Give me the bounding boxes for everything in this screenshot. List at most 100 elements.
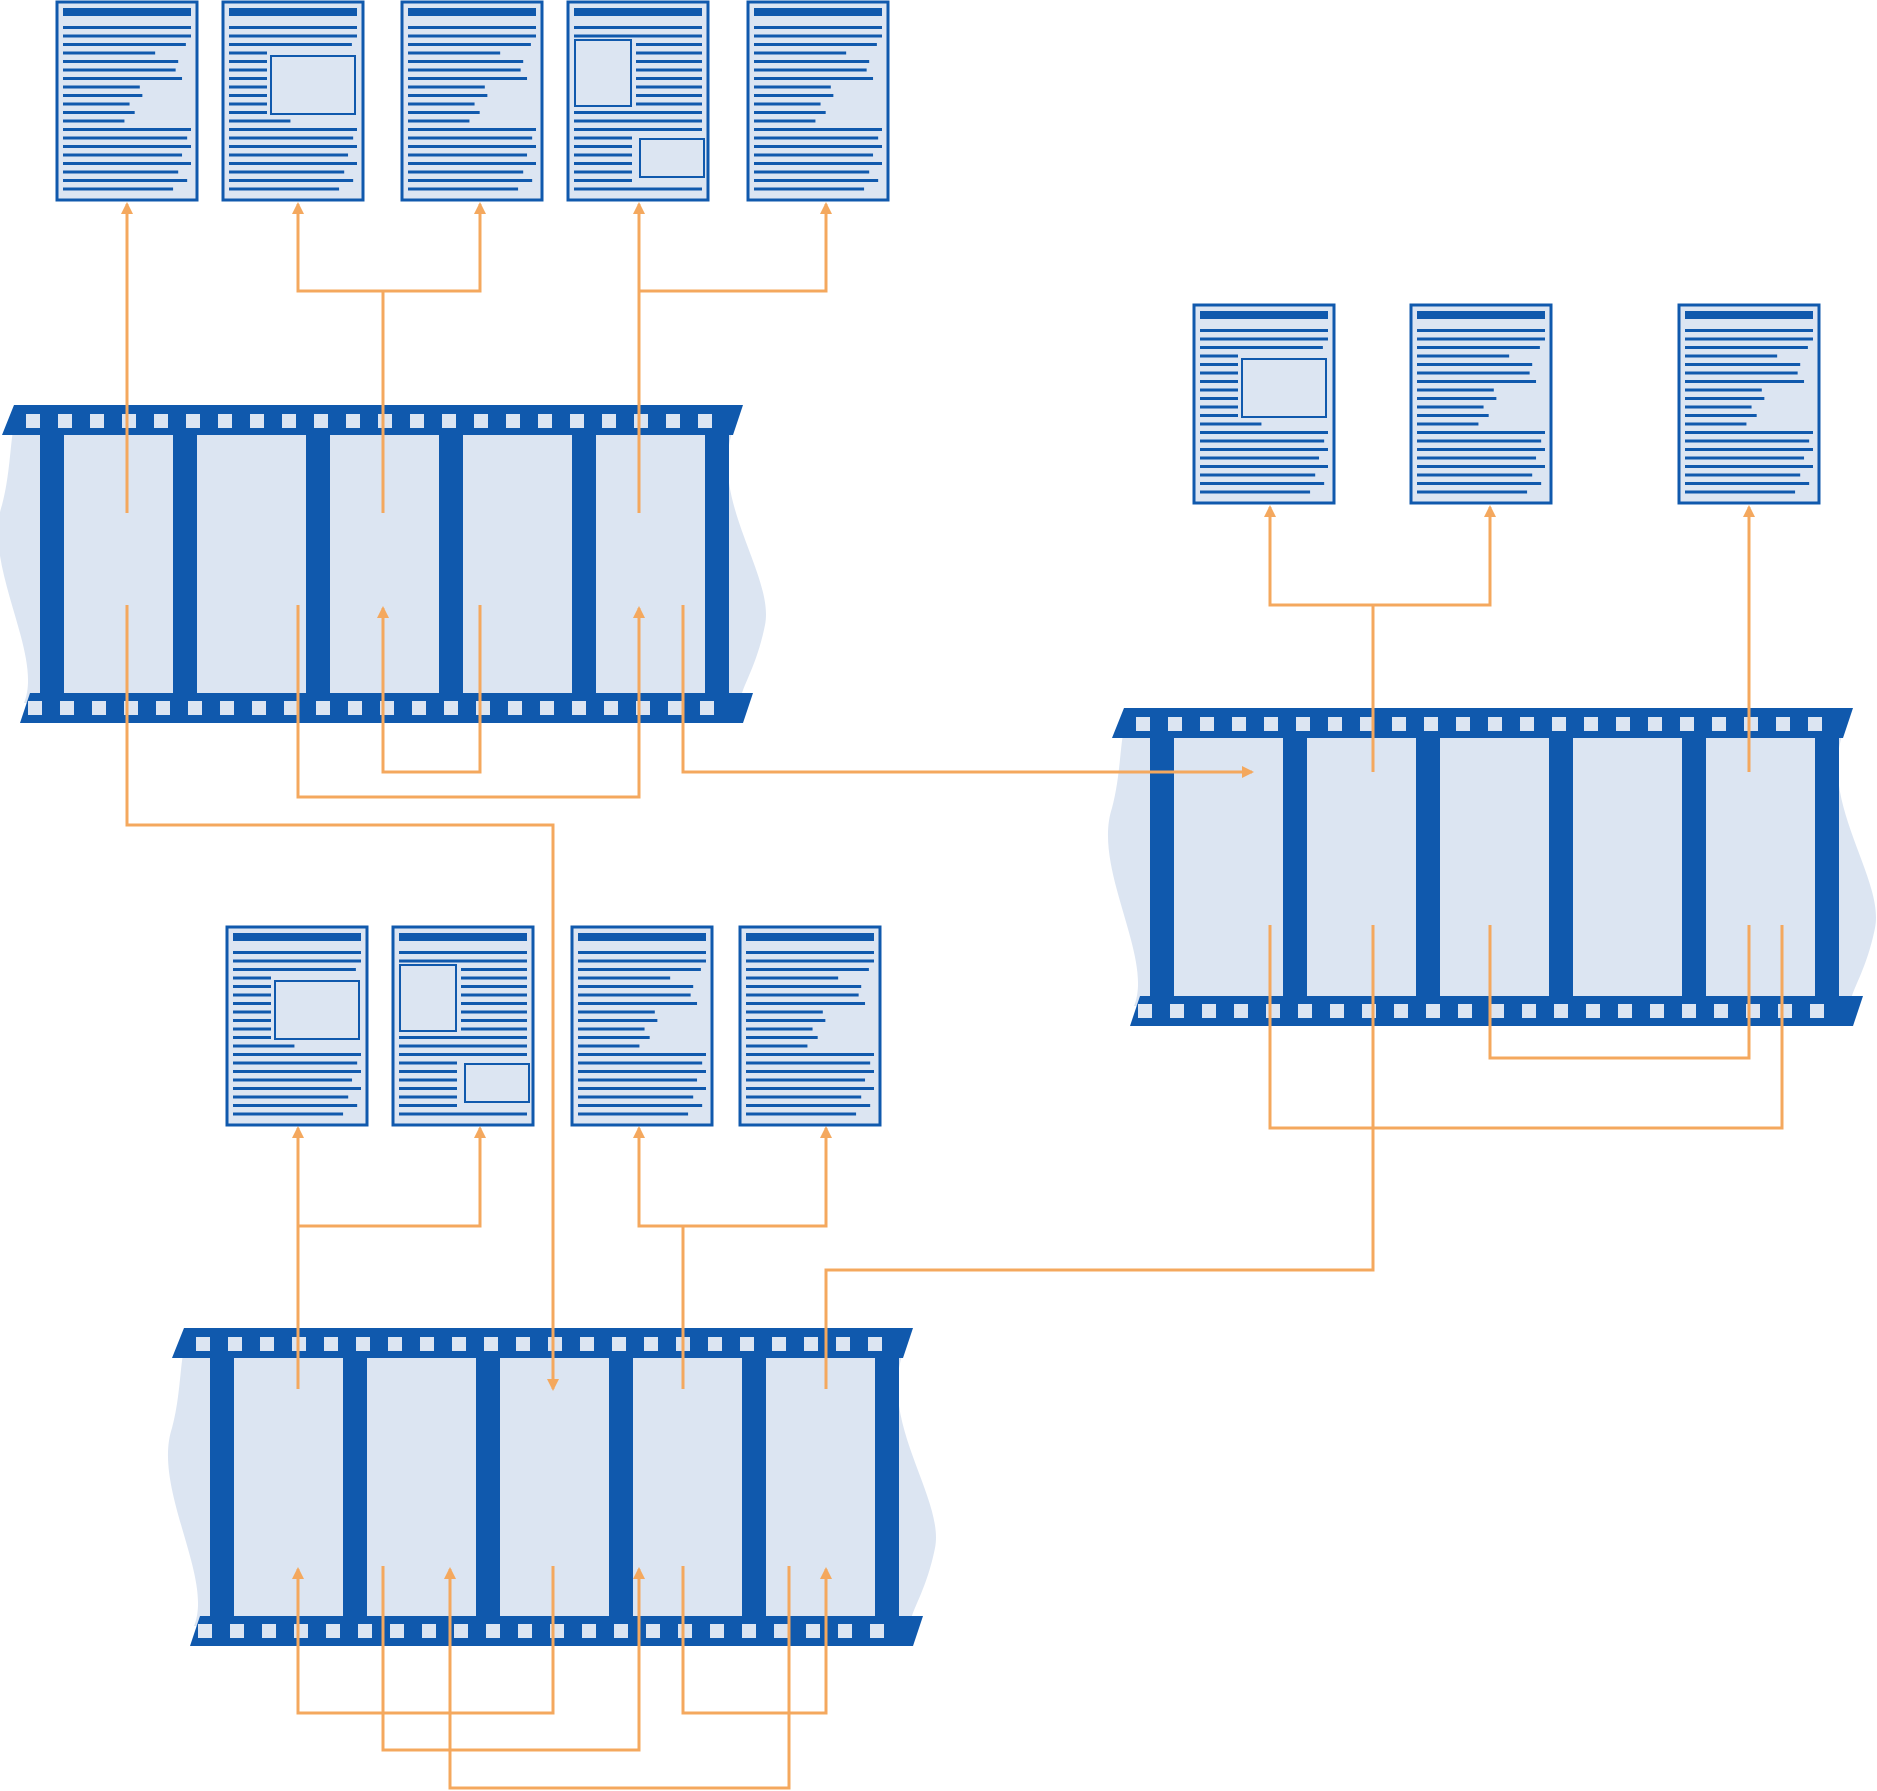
- text-line: [754, 26, 882, 29]
- frame-divider: [1416, 738, 1440, 996]
- text-line: [754, 111, 826, 114]
- film-strip-right: [1107, 708, 1876, 1026]
- text-line: [229, 34, 357, 38]
- text-line: [1417, 397, 1497, 400]
- connector-film-to-film: [824, 925, 1375, 1389]
- text-line: [399, 1036, 527, 1039]
- document-page: [566, 0, 710, 202]
- sprocket-hole: [772, 1337, 786, 1351]
- text-line: [1200, 414, 1238, 417]
- sprocket-hole: [1330, 1004, 1344, 1018]
- sprocket-hole: [252, 701, 266, 715]
- text-line: [1200, 422, 1262, 426]
- sprocket-hole: [1744, 717, 1758, 731]
- text-line: [229, 68, 267, 72]
- text-line: [233, 1104, 358, 1107]
- text-line: [229, 111, 267, 114]
- text-line: [233, 1044, 295, 1048]
- text-line: [229, 136, 354, 140]
- sprocket-hole: [198, 1624, 212, 1638]
- text-line: [1417, 329, 1545, 332]
- sprocket-hole: [422, 1624, 436, 1638]
- sprocket-hole: [28, 701, 42, 715]
- text-lines: [229, 26, 357, 191]
- text-line: [1417, 439, 1542, 443]
- text-line: [63, 153, 183, 157]
- text-line: [578, 1019, 658, 1022]
- text-line: [578, 976, 671, 980]
- text-line: [578, 1027, 645, 1031]
- text-line: [574, 162, 632, 165]
- text-line: [1685, 346, 1808, 349]
- text-line: [746, 1104, 871, 1107]
- text-line: [461, 1010, 527, 1014]
- text-line: [578, 1036, 650, 1039]
- sprocket-hole: [1458, 1004, 1472, 1018]
- text-lines: [746, 951, 874, 1116]
- sprocket-hole: [230, 1624, 244, 1638]
- text-line: [636, 43, 702, 46]
- text-line: [1200, 482, 1325, 485]
- text-lines: [233, 951, 361, 1116]
- sprocket-hole: [710, 1624, 724, 1638]
- sprocket-hole: [378, 414, 392, 428]
- text-line: [1417, 363, 1533, 366]
- document-pages-layer: [55, 0, 1821, 1127]
- text-line: [1417, 388, 1494, 392]
- text-line: [233, 993, 271, 997]
- connectors-layer: [121, 202, 1784, 1790]
- sprocket-hole: [580, 1337, 594, 1351]
- sprocket-hole: [220, 701, 234, 715]
- sprocket-hole: [1778, 1004, 1792, 1018]
- frame-divider: [343, 1358, 367, 1616]
- sprocket-hole: [868, 1337, 882, 1351]
- text-line: [229, 43, 352, 46]
- text-line: [574, 187, 702, 191]
- sprocket-hole: [122, 414, 136, 428]
- text-line: [1200, 405, 1238, 409]
- page-sheet: [738, 925, 882, 1127]
- sprocket-hole: [486, 1624, 500, 1638]
- frame-divider: [1549, 738, 1573, 996]
- text-line: [461, 976, 527, 980]
- text-line: [578, 993, 691, 997]
- text-line: [1685, 380, 1805, 383]
- page-header-bar: [408, 8, 536, 16]
- sprocket-hole: [582, 1624, 596, 1638]
- page-sheet: [1409, 303, 1553, 505]
- text-lines: [63, 26, 191, 191]
- text-line: [578, 1010, 655, 1014]
- text-line: [1685, 397, 1765, 400]
- text-line: [408, 136, 533, 140]
- text-line: [574, 179, 632, 182]
- text-line: [1417, 473, 1533, 477]
- document-page: [391, 925, 535, 1127]
- text-line: [578, 1104, 703, 1107]
- text-line: [1417, 414, 1489, 417]
- sprocket-hole: [1360, 717, 1374, 731]
- connector-film-to-page: [1264, 505, 1375, 772]
- figure-box: [399, 964, 457, 1032]
- page-header-bar: [754, 8, 882, 16]
- text-line: [754, 153, 874, 157]
- text-line: [408, 187, 519, 191]
- text-line: [636, 94, 702, 97]
- sprocket-hole: [326, 1624, 340, 1638]
- text-line: [399, 1087, 457, 1090]
- text-line: [754, 187, 865, 191]
- text-line: [63, 26, 191, 29]
- sprocket-hole: [1456, 717, 1470, 731]
- text-line: [1685, 439, 1810, 443]
- sprocket-hole: [1522, 1004, 1536, 1018]
- page-sheet: [570, 925, 714, 1127]
- sprocket-hole: [1394, 1004, 1408, 1018]
- connector-frame-to-frame: [444, 1566, 791, 1790]
- text-line: [636, 60, 702, 63]
- text-line: [578, 1087, 706, 1090]
- page-header-bar: [1685, 311, 1813, 319]
- text-line: [754, 136, 879, 140]
- sprocket-hole: [452, 1337, 466, 1351]
- text-lines: [399, 951, 527, 1116]
- figure-box: [574, 39, 632, 107]
- sprocket-hole: [316, 701, 330, 715]
